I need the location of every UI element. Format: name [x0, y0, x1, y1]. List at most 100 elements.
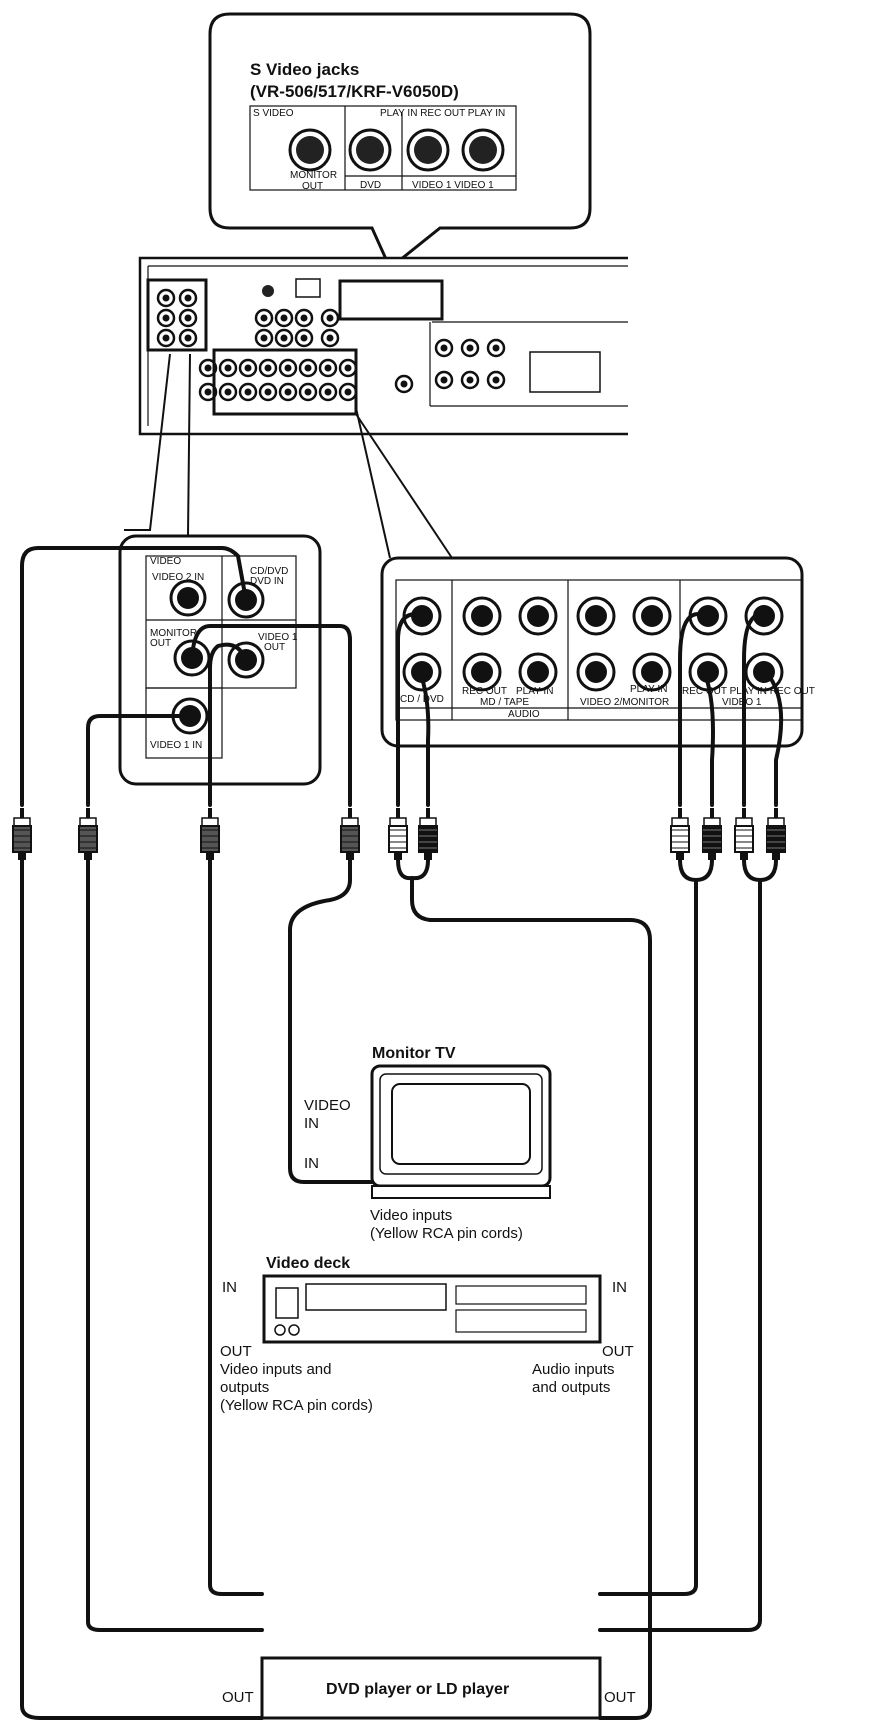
rear-panel-jack [318, 382, 338, 402]
video-zoom-panel: VIDEO VIDEO 2 IN CD/DVD DVD IN MONITOR O… [118, 534, 322, 786]
svideo-playin-recout-label: PLAY IN REC OUT PLAY IN [380, 108, 505, 119]
audio-jack-video2-b-bottom[interactable] [632, 652, 672, 692]
rear-panel-jack [434, 338, 454, 358]
audio-panel-video2-play-in: PLAY IN [630, 684, 667, 695]
video-deck-audio-note-line1: Audio inputs [532, 1361, 615, 1378]
rear-panel-jack [156, 288, 176, 308]
rear-panel-jack [486, 338, 506, 358]
dvd-player-out-right: OUT [604, 1689, 636, 1706]
rear-panel-jack [320, 328, 340, 348]
callout-lines [124, 353, 453, 559]
svideo-jack-monitor-out[interactable] [288, 128, 332, 172]
rear-panel-jack [218, 358, 238, 378]
rca-plug [418, 808, 438, 860]
rear-panel-jack [178, 328, 198, 348]
rca-plug [340, 808, 360, 860]
video-deck: Video deck IN IN OUT OUT Video inputs an… [220, 1255, 634, 1414]
video-panel-video1-out-label-1: VIDEO 1 [258, 632, 298, 643]
audio-jack-md-tape-play-in-top[interactable] [518, 596, 558, 636]
audio-panel-footer: AUDIO [508, 709, 540, 720]
dvd-player-label: DVD player or LD player [326, 1681, 509, 1698]
video-deck-video-note-line3: (Yellow RCA pin cords) [220, 1397, 373, 1414]
video-panel-video1-in: VIDEO 1 IN [150, 740, 202, 751]
rear-panel-jack [198, 358, 218, 378]
video-panel-cd-dvd-label-1: CD/DVD [250, 566, 288, 577]
video-panel-cd-dvd-label-2: DVD IN [250, 576, 284, 587]
video-panel-video1-out-label-2: OUT [264, 642, 285, 653]
rear-panel-jack [258, 358, 278, 378]
rca-plug [388, 808, 408, 860]
video-panel-header: VIDEO [150, 556, 181, 567]
rear-panel-jack [254, 308, 274, 328]
rear-panel-jack [274, 308, 294, 328]
svideo-title-line2: (VR-506/517/KRF-V6050D) [250, 82, 459, 101]
rear-panel-jack [460, 338, 480, 358]
svideo-jack-video1-play-in[interactable] [461, 128, 505, 172]
rear-panel-jack [156, 308, 176, 328]
rear-panel-jack [298, 382, 318, 402]
rear-panel-jack [156, 328, 176, 348]
rca-plug [734, 808, 754, 860]
rear-panel-jack [294, 328, 314, 348]
rear-panel-jack [258, 382, 278, 402]
video-deck-in-right: IN [612, 1279, 627, 1296]
video-deck-out-right: OUT [602, 1343, 634, 1360]
audio-jack-md-tape-rec-out-bottom[interactable] [462, 652, 502, 692]
video-deck-title: Video deck [266, 1255, 350, 1272]
rear-panel-jack [238, 358, 258, 378]
video-deck-audio-note-line2: and outputs [532, 1379, 610, 1396]
receiver-rear-panel [138, 256, 628, 436]
svideo-jack-video1-rec-out[interactable] [406, 128, 450, 172]
monitor-tv-note-line1: Video inputs [370, 1207, 452, 1224]
rear-panel-jack [298, 358, 318, 378]
rear-panel-jack [338, 382, 358, 402]
audio-panel-cd-dvd: CD / DVD [400, 694, 444, 705]
audio-jack-video2-a-top[interactable] [576, 596, 616, 636]
rear-panel-jack [486, 370, 506, 390]
video-panel-monitor-out-label-2: OUT [150, 638, 171, 649]
rca-plug [702, 808, 722, 860]
rear-panel-jack [294, 308, 314, 328]
monitor-tv-note-line2: (Yellow RCA pin cords) [370, 1225, 523, 1242]
audio-zoom-panel: CD / DVD REC OUT PLAY IN MD / TAPE PLAY … [380, 556, 815, 748]
audio-jack-cd-dvd-top[interactable] [402, 596, 442, 636]
dvd-player-out-left: OUT [222, 1689, 254, 1706]
rear-panel-jack [320, 308, 340, 328]
rear-panel-jack [394, 374, 414, 394]
dvd-player: DVD player or LD player OUT OUT [222, 1656, 636, 1720]
rear-panel-jack [434, 370, 454, 390]
monitor-tv-in-label: IN [304, 1155, 319, 1172]
audio-jack-md-tape-rec-out-top[interactable] [462, 596, 502, 636]
audio-panel-rec-out: REC OUT [462, 686, 507, 697]
rear-panel-jack [178, 308, 198, 328]
rca-plug [200, 808, 220, 860]
rca-plugs [12, 808, 786, 860]
video-deck-out-left: OUT [220, 1343, 252, 1360]
audio-panel-md-tape: MD / TAPE [480, 697, 529, 708]
rear-panel-jack [178, 288, 198, 308]
rear-panel-jack [318, 358, 338, 378]
rear-panel-jack [198, 382, 218, 402]
audio-jack-video1-play-in-top[interactable] [744, 596, 784, 636]
audio-jack-video2-b-top[interactable] [632, 596, 672, 636]
rear-panel-jack [338, 358, 358, 378]
svideo-section-label: S VIDEO [253, 108, 294, 119]
audio-panel-video1: VIDEO 1 [722, 697, 762, 708]
audio-jack-video2-a-bottom[interactable] [576, 652, 616, 692]
rca-plug [766, 808, 786, 860]
audio-jack-md-tape-play-in-bottom[interactable] [518, 652, 558, 692]
video-panel-monitor-out-label-1: MONITOR [150, 628, 197, 639]
svideo-jack-monitor-out-label-1: MONITOR [290, 170, 337, 181]
video-deck-video-note-line2: outputs [220, 1379, 269, 1396]
cords [20, 546, 784, 1720]
svideo-jack-monitor-out-label-2: OUT [302, 181, 323, 192]
monitor-tv-video-in-line2: IN [304, 1115, 319, 1132]
monitor-tv-video-in-line1: VIDEO [304, 1097, 351, 1114]
jack-video2-in[interactable] [169, 579, 207, 617]
rear-panel-jack [278, 358, 298, 378]
monitor-tv: Monitor TV VIDEO IN IN Video inputs (Yel… [304, 1045, 552, 1242]
svideo-jack-dvd[interactable] [348, 128, 392, 172]
rear-panel-jack [254, 328, 274, 348]
rca-plug [12, 808, 32, 860]
audio-panel-rec-out-play-in-rec-out: REC OUT PLAY IN REC OUT [682, 686, 815, 697]
